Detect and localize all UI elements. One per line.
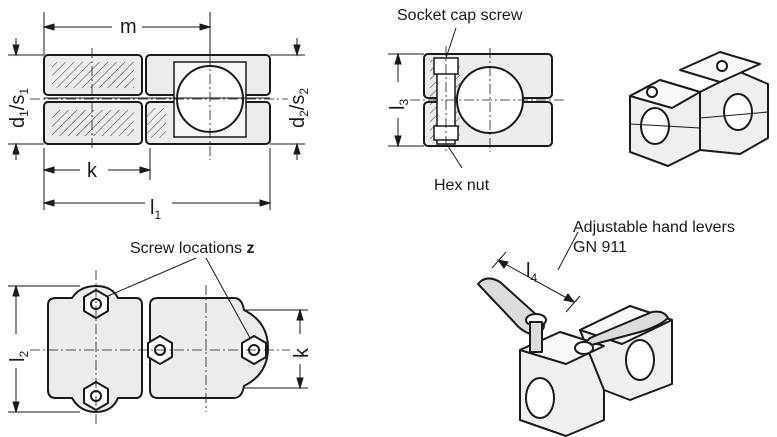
front-dimensions <box>8 12 305 210</box>
plan-view <box>30 270 290 426</box>
isometric-lever-view <box>477 277 673 437</box>
dim-d2-s2: d2/s2 <box>287 88 311 128</box>
dim-d1-s1: d1/s1 <box>7 88 31 128</box>
hand-lever-2 <box>579 310 669 349</box>
lever-dimensions <box>491 231 581 313</box>
dim-k-top: k <box>87 160 98 182</box>
dim-k-bottom: k <box>291 347 313 358</box>
dim-l3: l3 <box>387 99 411 110</box>
dim-l2: l2 <box>7 351 31 362</box>
dim-m: m <box>120 16 137 38</box>
label-screw-locations: Screw locations z <box>130 240 255 257</box>
isometric-clamp-view <box>629 51 769 167</box>
dim-l1: l1 <box>150 197 161 222</box>
label-gn-911: GN 911 <box>573 239 627 256</box>
side-dimensions <box>388 27 463 169</box>
side-section-view <box>410 46 566 154</box>
plan-left-block <box>47 285 143 413</box>
label-hex-nut: Hex nut <box>434 177 490 194</box>
label-socket-cap-screw: Socket cap screw <box>397 7 523 24</box>
plan-dimensions <box>8 257 308 414</box>
dim-l4: l4 <box>526 260 537 285</box>
plan-right-block <box>149 297 269 399</box>
label-adjustable-hand-levers: Adjustable hand levers <box>573 219 735 236</box>
front-section-view <box>30 20 288 160</box>
